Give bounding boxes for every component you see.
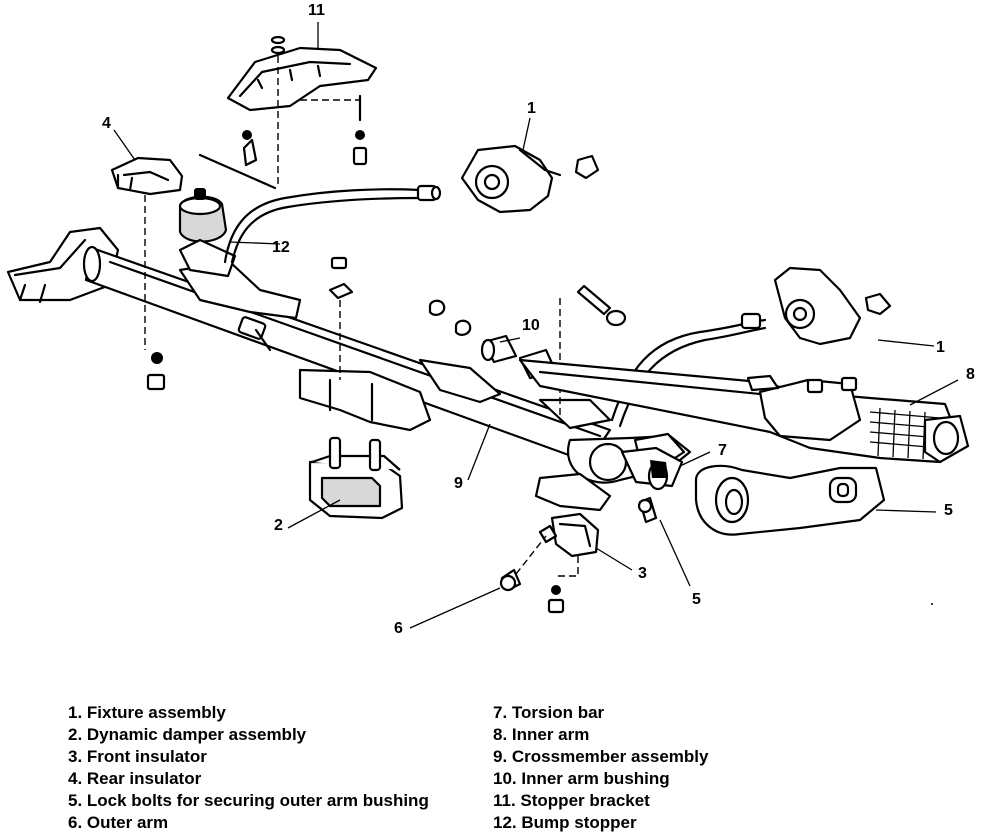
legend-item-7: 7. Torsion bar	[493, 703, 605, 722]
legend-item-8: 8. Inner arm	[493, 725, 590, 744]
front-insulator	[538, 512, 600, 614]
legend-item-9: 9. Crossmember assembly	[493, 747, 709, 766]
callout-12: 12	[272, 239, 290, 256]
lock-bolts	[499, 496, 658, 592]
callout-11: 11	[308, 2, 325, 19]
torsion-bar-left	[223, 184, 442, 264]
legend-item-4: 4. Rear insulator	[68, 769, 202, 788]
callout-5-lower: 5	[692, 591, 701, 608]
fixture-assembly-right	[773, 266, 892, 346]
inner-arm	[518, 358, 970, 464]
stopper-bracket	[198, 35, 378, 190]
inner-arm-ribs	[869, 407, 941, 460]
bump-stopper	[178, 188, 237, 278]
legend-left-column: 1. Fixture assembly 2. Dynamic damper as…	[68, 702, 429, 834]
callout-4: 4	[102, 115, 111, 132]
fixture-assembly-upper	[460, 144, 600, 214]
callout-2: 2	[274, 517, 283, 534]
torsion-bar-coupling	[620, 446, 684, 491]
callout-7: 7	[718, 442, 727, 459]
outer-arm	[694, 464, 886, 536]
legend-item-11: 11. Stopper bracket	[493, 791, 650, 810]
suspension-exploded-diagram: 11 4 12 1 1 8 10 7 9 5 2 3 5 6	[6, 2, 975, 637]
leader-lines	[113, 22, 959, 629]
mounting-hardware	[328, 256, 627, 420]
callout-1-upper: 1	[527, 100, 536, 117]
legend-item-1: 1. Fixture assembly	[68, 703, 226, 722]
dynamic-damper-assembly	[308, 436, 404, 520]
callout-10: 10	[522, 317, 540, 334]
callout-8: 8	[966, 366, 975, 383]
callout-1-right: 1	[936, 339, 945, 356]
legend-right-column: 7. Torsion bar 8. Inner arm 9. Crossmemb…	[493, 702, 708, 834]
legend-item-5: 5. Lock bolts for securing outer arm bus…	[68, 791, 429, 810]
legend-item-10: 10. Inner arm bushing	[493, 769, 670, 788]
callout-9: 9	[454, 475, 463, 492]
callout-5-right: 5	[944, 502, 953, 519]
callout-3: 3	[638, 565, 647, 582]
rear-insulator	[110, 156, 184, 391]
legend-item-2: 2. Dynamic damper assembly	[68, 725, 307, 744]
legend-item-3: 3. Front insulator	[68, 747, 207, 766]
callout-6: 6	[394, 620, 403, 637]
legend-item-6: 6. Outer arm	[68, 813, 169, 832]
legend-item-12: 12. Bump stopper	[493, 813, 637, 832]
crossmember-assembly	[6, 226, 692, 512]
